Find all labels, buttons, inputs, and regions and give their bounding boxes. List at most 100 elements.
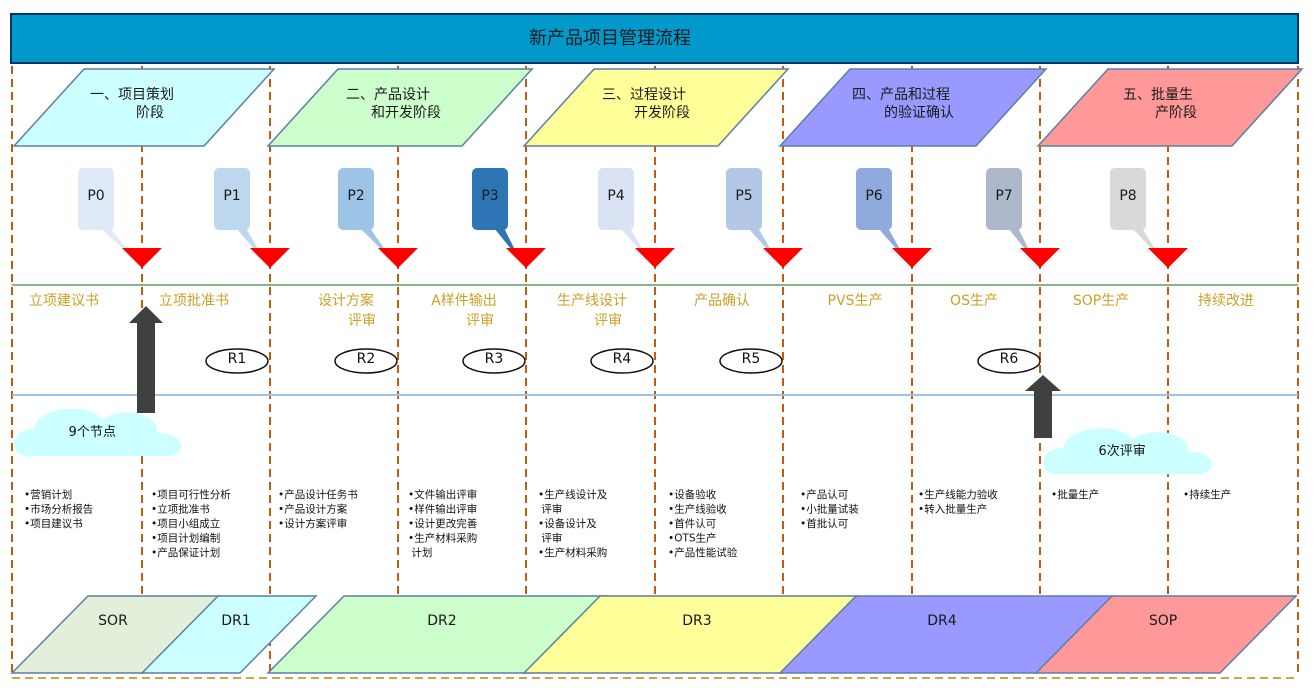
title-bar: 新产品项目管理流程 bbox=[10, 13, 1299, 64]
task-item: •产品设计方案 bbox=[278, 503, 348, 516]
callout-box bbox=[726, 168, 762, 230]
gate-label: DR1 bbox=[221, 613, 250, 629]
milestone-label-line1: PVS生产 bbox=[828, 293, 883, 309]
phase-banners: 一、项目策划阶段二、产品设计和开发阶段三、过程设计开发阶段四、产品和过程的验证确… bbox=[12, 68, 1304, 147]
gate-sop: SOP bbox=[1034, 595, 1298, 674]
task-item: •项目计划编制 bbox=[151, 532, 220, 545]
checkpoint-p4: P4 bbox=[598, 168, 675, 268]
page-title: 新产品项目管理流程 bbox=[529, 28, 691, 49]
review-label: R1 bbox=[228, 351, 247, 367]
column-dividers bbox=[11, 66, 1299, 676]
checkpoint-label: P3 bbox=[481, 188, 498, 204]
checkpoint-label: P1 bbox=[223, 188, 240, 204]
review-label: R5 bbox=[742, 351, 761, 367]
milestone-marker-icon bbox=[378, 248, 418, 268]
phase-shape bbox=[12, 68, 276, 147]
milestone-label-line2: 评审 bbox=[594, 313, 622, 329]
milestone-marker-icon bbox=[1148, 248, 1188, 268]
phase-title-line2: 开发阶段 bbox=[634, 105, 690, 121]
checkpoint-callouts: P0 P1 P2 P3 P4 P5 P6 P7 P8 bbox=[78, 168, 1188, 268]
task-item: •持续生产 bbox=[1183, 488, 1231, 501]
task-item: •市场分析报告 bbox=[24, 503, 93, 516]
task-item: •设备验收 bbox=[668, 488, 717, 501]
milestone-marker-icon bbox=[892, 248, 932, 268]
task-list-9: •批量生产 bbox=[1051, 488, 1099, 501]
up-arrows bbox=[129, 306, 1061, 438]
task-item: •小批量试装 bbox=[800, 503, 859, 516]
task-list-4: •文件输出评审•样件输出评审•设计更改完善•生产材料采购 计划 bbox=[408, 488, 477, 559]
callout-box bbox=[472, 168, 508, 230]
task-item: •产品认可 bbox=[800, 488, 848, 501]
milestone-label-line1: A样件输出 bbox=[431, 293, 497, 309]
task-item: •产品保证计划 bbox=[151, 546, 220, 559]
milestone-label-line1: 产品确认 bbox=[694, 293, 750, 309]
review-r2: R2 bbox=[334, 348, 398, 374]
milestone-label-line1: 立项批准书 bbox=[159, 293, 229, 309]
task-item: •样件输出评审 bbox=[408, 503, 477, 516]
task-item: •营销计划 bbox=[24, 488, 72, 501]
task-item: •生产线能力验收 bbox=[918, 488, 998, 501]
checkpoint-label: P4 bbox=[607, 188, 624, 204]
milestone-label-line1: 立项建议书 bbox=[29, 293, 99, 309]
task-item: 计划 bbox=[408, 546, 432, 559]
gate-label: DR4 bbox=[927, 613, 957, 629]
cloud-label: 9个节点 bbox=[69, 425, 116, 440]
phase-shape bbox=[1036, 68, 1304, 147]
milestone-marker-icon bbox=[250, 248, 290, 268]
cloud-shape bbox=[1043, 428, 1213, 474]
checkpoint-p8: P8 bbox=[1110, 168, 1188, 268]
checkpoint-p5: P5 bbox=[726, 168, 803, 268]
checkpoint-label: P5 bbox=[735, 188, 752, 204]
phase-title-line1: 二、产品设计 bbox=[346, 87, 430, 103]
task-list-3: •产品设计任务书•产品设计方案•设计方案评审 bbox=[278, 488, 358, 530]
horizontal-rules bbox=[12, 284, 1298, 679]
task-list-10: •持续生产 bbox=[1183, 488, 1231, 501]
milestone-8: OS生产 bbox=[950, 293, 998, 309]
task-item: 评审 bbox=[538, 532, 562, 545]
task-list-2: •项目可行性分析•立项批准书•项目小组成立•项目计划编制•产品保证计划 bbox=[151, 488, 231, 559]
task-item: •首批认可 bbox=[800, 517, 848, 530]
task-list-6: •设备验收•生产线验收•首件认可•OTS生产•产品性能试验 bbox=[668, 488, 738, 559]
review-r5: R5 bbox=[719, 348, 783, 374]
summary-cloud-1: 9个节点 bbox=[14, 408, 182, 456]
callout-box bbox=[214, 168, 250, 230]
checkpoint-label: P2 bbox=[347, 188, 364, 204]
task-item: •文件输出评审 bbox=[408, 488, 477, 501]
gate-shape bbox=[1034, 595, 1298, 674]
milestone-label-line1: 持续改进 bbox=[1198, 292, 1254, 309]
task-item: •生产线验收 bbox=[668, 503, 727, 516]
checkpoint-label: P8 bbox=[1119, 188, 1136, 204]
gate-label: DR3 bbox=[682, 613, 711, 629]
phase-title-line1: 五、批量生 bbox=[1123, 87, 1193, 103]
task-list-5: •生产线设计及 评审•设备设计及 评审•生产材料采购 bbox=[538, 488, 608, 559]
summary-cloud-2: 6次评审 bbox=[1043, 428, 1213, 474]
phase-title-line2: 产阶段 bbox=[1155, 105, 1197, 121]
milestone-label-line1: 生产线设计 bbox=[557, 293, 627, 309]
milestone-label-line2: 评审 bbox=[466, 313, 494, 329]
task-item: •产品设计任务书 bbox=[278, 488, 358, 501]
task-item: •生产线设计及 bbox=[538, 488, 608, 501]
task-item: •项目可行性分析 bbox=[151, 488, 231, 501]
milestone-3: 设计方案评审 bbox=[318, 292, 376, 329]
cloud-label: 6次评审 bbox=[1098, 443, 1145, 459]
task-list-1: •营销计划•市场分析报告•项目建议书 bbox=[24, 488, 93, 530]
checkpoint-label: P7 bbox=[995, 188, 1012, 204]
task-item: •产品性能试验 bbox=[668, 546, 738, 559]
review-oval bbox=[334, 348, 398, 374]
milestone-9: SOP生产 bbox=[1073, 293, 1129, 309]
checkpoint-label: P6 bbox=[865, 188, 882, 204]
phase-title-line1: 四、产品和过程 bbox=[852, 87, 950, 103]
title-bar-background bbox=[10, 13, 1299, 64]
milestone-marker-icon bbox=[763, 248, 803, 268]
checkpoint-p0: P0 bbox=[78, 168, 162, 268]
phase-title-line2: 阶段 bbox=[136, 105, 164, 121]
milestone-label-line2: 评审 bbox=[348, 313, 376, 329]
task-list-7: •产品认可 •小批量试装•首批认可 bbox=[800, 488, 859, 530]
